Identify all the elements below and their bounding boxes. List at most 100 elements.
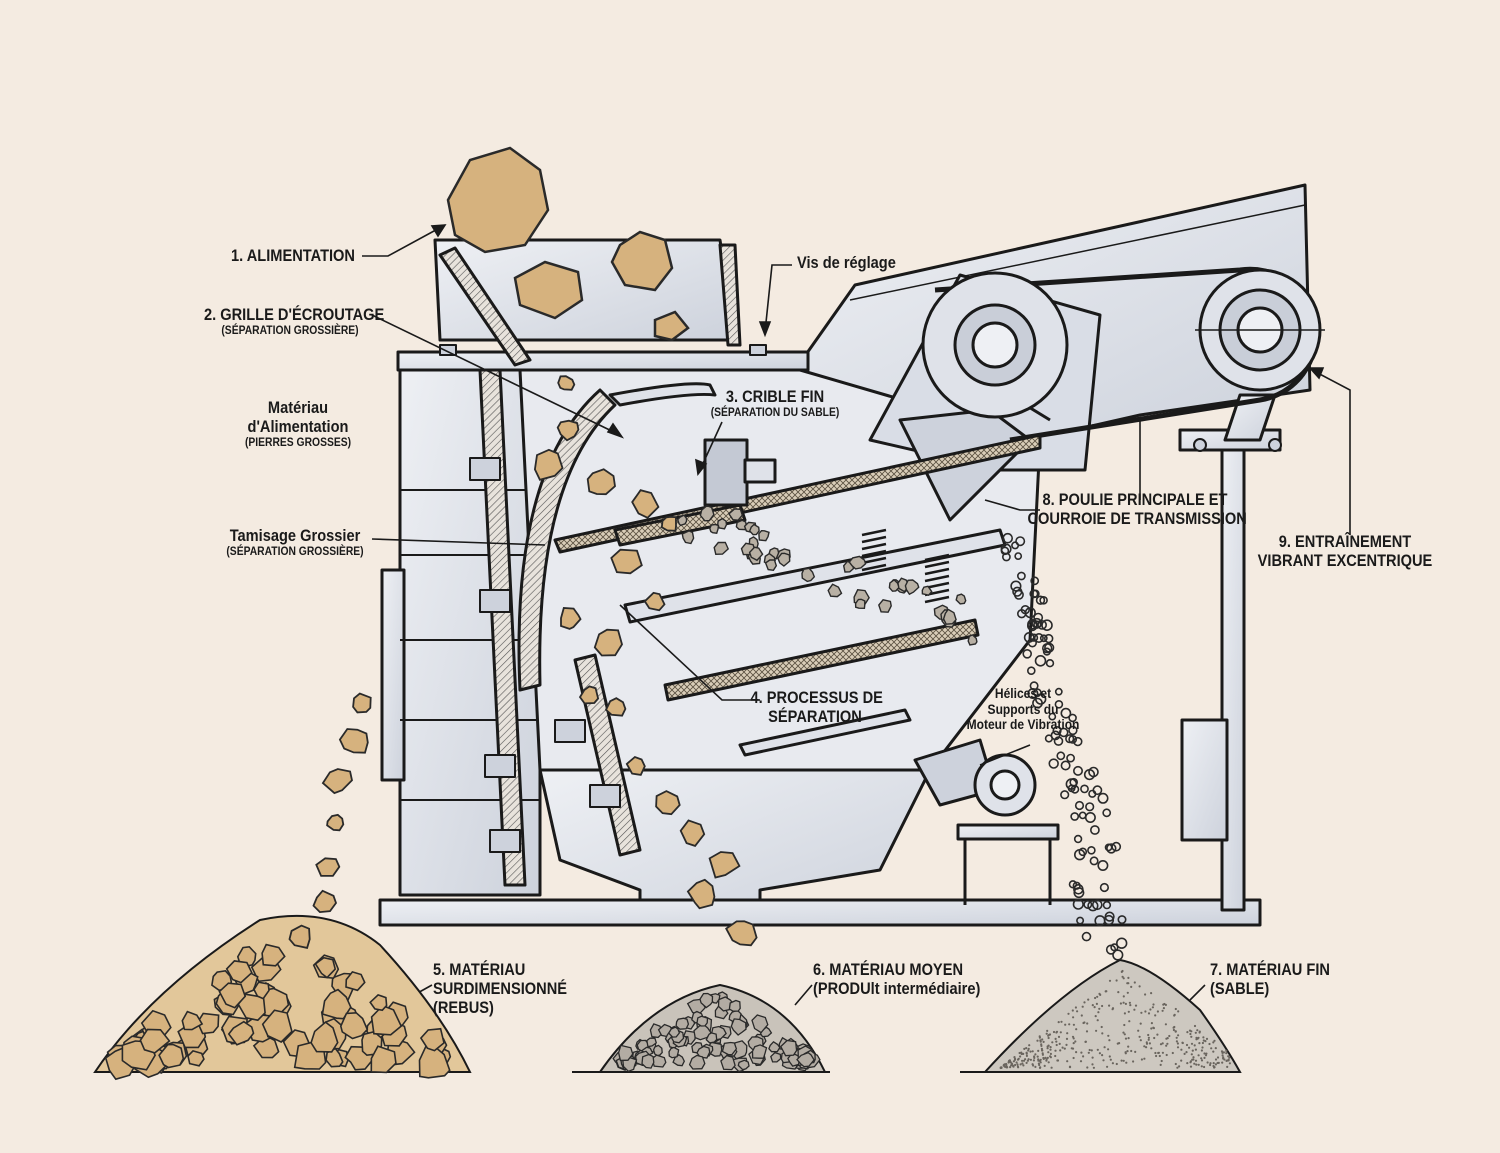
falling-gravel: [921, 585, 933, 596]
falling-rock: [708, 851, 741, 879]
sand-grain: [1174, 1007, 1177, 1011]
falling-sand-grain: [1117, 915, 1127, 925]
sand-grain: [1087, 1051, 1090, 1054]
falling-sand-grain: [1106, 843, 1117, 854]
oversize-rock: [370, 1004, 403, 1036]
sand-grain: [1046, 1047, 1049, 1050]
sand-grain: [1120, 970, 1123, 974]
falling-sand-grain: [1033, 688, 1042, 698]
sand-grain: [1038, 1066, 1042, 1069]
falling-sand-grain: [1115, 937, 1128, 949]
sand-grain: [1122, 977, 1125, 980]
sand-grain: [1180, 1059, 1183, 1062]
sand-grain: [1050, 1066, 1053, 1069]
sand-grain: [1095, 1002, 1098, 1006]
falling-sand-grain: [1058, 727, 1069, 738]
sand-grain: [1041, 1053, 1044, 1056]
sand-grain: [1088, 1048, 1091, 1052]
sand-grain: [1054, 1054, 1057, 1058]
sand-grain: [1117, 991, 1120, 994]
sand-grain: [1016, 1063, 1019, 1066]
sand-grain: [1220, 1050, 1224, 1053]
sand-grain: [1091, 1004, 1094, 1007]
sand-grain: [1055, 1040, 1058, 1043]
falling-sand-grain: [1092, 785, 1103, 796]
falling-sand-grain: [1078, 847, 1088, 857]
sand-grain: [1166, 1042, 1169, 1045]
falling-sand-grain: [1065, 778, 1078, 790]
sand-grain: [1162, 1003, 1165, 1006]
sand-grain: [1197, 1063, 1200, 1066]
sand-grain: [1107, 1048, 1110, 1051]
falling-rock: [557, 375, 576, 391]
falling-sand-grain: [1041, 619, 1053, 632]
sand-grain: [1164, 1023, 1167, 1026]
sand-grain: [1186, 1062, 1189, 1065]
falling-rock: [352, 692, 372, 714]
falling-sand-grain: [1022, 648, 1032, 659]
sand-grain: [1153, 1036, 1156, 1040]
sand-grain: [1212, 1041, 1215, 1044]
sand-grain: [1065, 1037, 1069, 1040]
sand-grain: [1097, 1011, 1100, 1014]
medium-gravel: [730, 1018, 747, 1036]
falling-rock: [288, 924, 311, 949]
falling-sand-grain: [1085, 802, 1095, 812]
oversize-rock: [418, 1044, 451, 1079]
falling-sand-grain: [1083, 768, 1096, 781]
sand-grain: [1072, 1042, 1075, 1045]
sand-grain: [1221, 1054, 1224, 1057]
label-scalping-grid: 2. GRILLE D'ÉCROUTAGE (SÉPARATION GROSSI…: [204, 305, 384, 337]
falling-sand-grain: [1087, 845, 1096, 855]
vibration-springs: [861, 528, 950, 604]
sand-grain: [1171, 1051, 1174, 1055]
label-fine-screen-title: 3. CRIBLE FIN: [725, 387, 825, 406]
sand-grain: [1108, 979, 1112, 982]
sand-grain: [1216, 1061, 1219, 1065]
falling-rock: [578, 685, 600, 705]
sand-grain: [1147, 1038, 1150, 1041]
sand-grain: [1045, 1032, 1048, 1035]
falling-rock: [604, 697, 627, 717]
label-feed-material-line2: d'Alimentation: [247, 417, 349, 437]
falling-sand-grain: [1070, 812, 1080, 821]
sand-grain: [1228, 1056, 1231, 1059]
falling-sand-grain: [1074, 800, 1085, 811]
sand-grain: [1209, 1062, 1212, 1065]
label-springs-line1: Hélices et: [994, 685, 1052, 701]
sand-grain: [1140, 1011, 1143, 1014]
oversize-rock: [345, 970, 366, 992]
sand-grain: [1026, 1059, 1029, 1062]
sand-grain: [1049, 1046, 1052, 1049]
falling-sand-grain: [1043, 633, 1054, 644]
falling-gravel: [967, 634, 978, 646]
falling-rock: [679, 819, 706, 847]
sand-grain: [1143, 1057, 1146, 1060]
sand-grain: [1203, 1056, 1206, 1059]
label-separation-process: 4. PROCESSUS DE SÉPARATION: [751, 688, 883, 726]
falling-sand-grain: [1099, 882, 1109, 893]
sand-grain: [1196, 1029, 1199, 1032]
label-eccentric-drive: 9. ENTRAÎNEMENT VIBRANT EXCENTRIQUE: [1255, 532, 1436, 570]
sand-grain: [1028, 1044, 1031, 1047]
falling-sand-grain: [1039, 634, 1048, 643]
sand-grain: [1194, 1059, 1198, 1062]
label-medium: 6. MATÉRIAU MOYEN (PRODUlt intermédiaire…: [813, 960, 980, 998]
falling-sand-grain: [1073, 736, 1083, 747]
sand-grain: [1209, 1063, 1212, 1067]
sand-grain: [1198, 1042, 1201, 1045]
falling-rock: [560, 607, 582, 630]
sand-grain: [1140, 1058, 1143, 1061]
falling-sand-grain: [1089, 856, 1099, 866]
sand-grain: [1047, 1051, 1050, 1054]
falling-sand-grain: [1011, 541, 1020, 550]
sand-grain: [1145, 1046, 1148, 1049]
falling-gravel: [777, 552, 791, 567]
fine-pile: [982, 958, 1242, 1073]
sand-grain: [1159, 1063, 1162, 1066]
falling-sand-grain: [1034, 654, 1047, 667]
sand-grain: [1070, 1047, 1073, 1050]
falling-sand-grain: [1068, 713, 1077, 723]
medium-gravel: [652, 1044, 663, 1057]
